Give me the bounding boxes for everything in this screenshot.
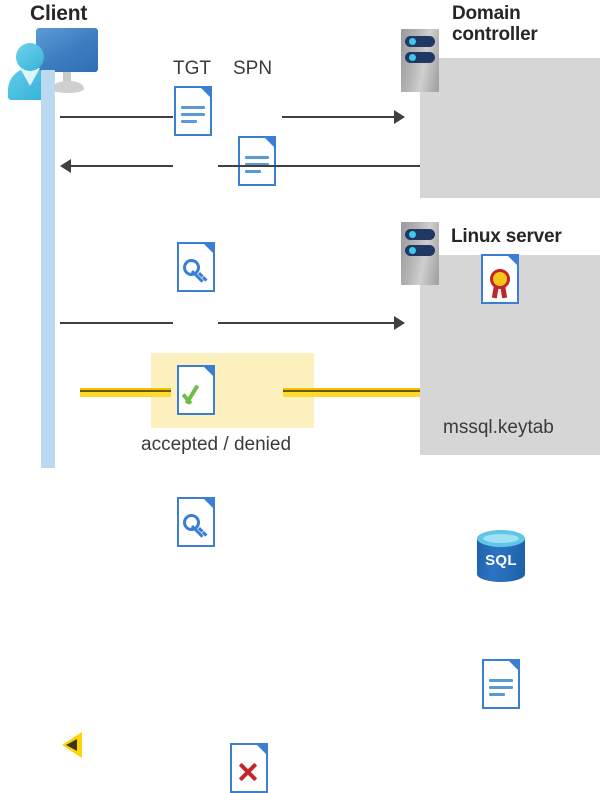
service-key-document-icon (177, 497, 215, 547)
ticket-line-segment-right (218, 165, 420, 167)
monitor-stand-icon (63, 72, 71, 84)
result-line-segment-left (80, 388, 171, 397)
spn-label: SPN (233, 58, 273, 79)
key-glyph-icon (183, 513, 209, 539)
denied-document-icon (230, 743, 268, 793)
server-bay-icon (405, 245, 435, 256)
monitor-base-icon (52, 81, 84, 93)
domain-controller-server-icon (401, 29, 439, 92)
page-title-domain-controller: Domain controller (452, 3, 538, 46)
sql-database-icon: SQL (477, 530, 525, 582)
keytab-document-icon (482, 659, 520, 709)
server-bay-icon (405, 52, 435, 63)
monitor-icon (36, 28, 98, 72)
client-lifeline (41, 70, 55, 468)
request-line-segment-right (282, 116, 394, 118)
request-line-segment-left (60, 116, 173, 118)
server-bay-icon (405, 229, 435, 240)
result-label: accepted / denied (141, 434, 292, 455)
person-head-icon (16, 43, 44, 71)
ticket-key-document-icon (177, 242, 215, 292)
page-title-linux-server: Linux server (451, 226, 562, 247)
domain-controller-panel (420, 58, 600, 198)
service-ticket-line-left (60, 322, 173, 324)
domain-controller-title-line-2: controller (452, 24, 538, 46)
linux-server-icon (401, 222, 439, 285)
key-glyph-icon (183, 258, 209, 284)
ticket-line-segment-left (71, 165, 173, 167)
accepted-document-icon (177, 365, 215, 415)
certificate-document-icon (481, 254, 519, 304)
domain-controller-title-line-1: Domain (452, 3, 521, 24)
ticket-arrowhead (60, 159, 71, 173)
keytab-label: mssql.keytab (443, 417, 554, 438)
person-collar-icon (20, 68, 40, 86)
result-arrowhead (62, 732, 82, 758)
page-title-client: Client (30, 2, 88, 25)
spn-document-icon (238, 136, 276, 186)
request-arrowhead (394, 110, 405, 124)
server-bay-icon (405, 36, 435, 47)
tgt-label: TGT (173, 58, 211, 79)
service-ticket-arrowhead (394, 316, 405, 330)
certificate-seal-icon (490, 269, 510, 289)
service-ticket-line-right (218, 322, 394, 324)
sql-label: SQL (485, 552, 517, 569)
diagram-canvas: Client Domain controller Linux server TG… (8, 2, 600, 793)
tgt-document-icon (174, 86, 212, 136)
result-line-segment-right (283, 388, 420, 397)
